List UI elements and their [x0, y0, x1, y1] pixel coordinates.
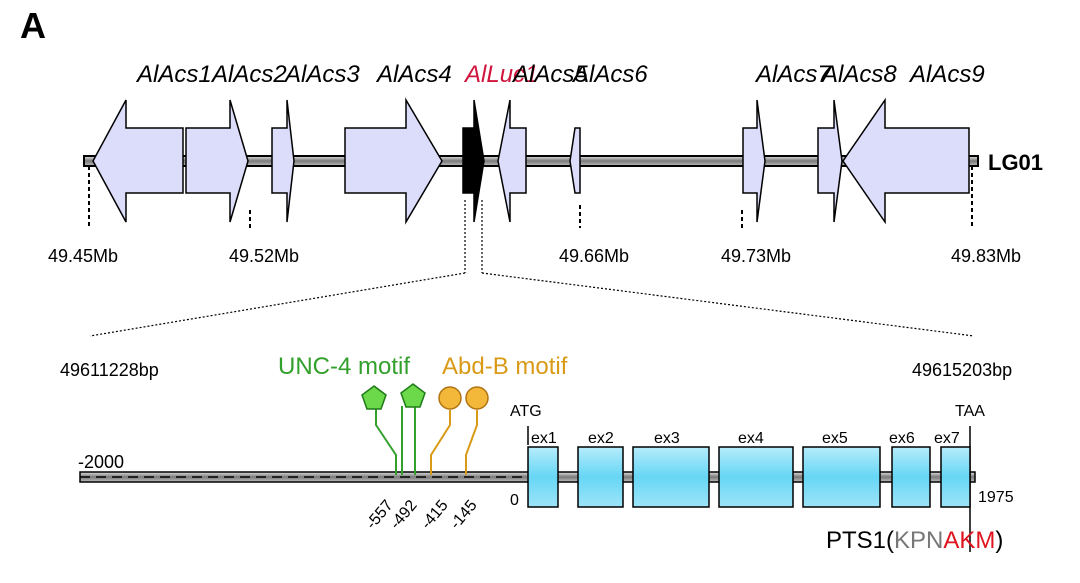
zoom-guide-left — [89, 272, 466, 337]
abdb-motif-circle-1 — [438, 386, 462, 410]
exon-7 — [940, 446, 971, 508]
unc4-motif-label: UNC-4 motif — [278, 353, 410, 380]
exon-2 — [577, 446, 624, 508]
position-label-5: 49.83Mb — [951, 246, 1021, 266]
gene-label-alacs6: AlAcs6 — [571, 61, 648, 88]
gene-arrow-alacs4 — [344, 97, 443, 225]
gene-arrow-alacs7 — [742, 99, 766, 223]
exon-label-5: ex5 — [822, 430, 848, 447]
exon-5 — [802, 446, 881, 508]
gene-label-alacs4: AlAcs4 — [375, 61, 452, 88]
exon-label-3: ex3 — [654, 430, 680, 447]
gene-arrow-alluc1 — [462, 99, 485, 223]
motif-position-145: -145 — [447, 497, 481, 533]
gene-arrow-alacs9 — [842, 97, 970, 225]
exon-label-1: ex1 — [531, 430, 557, 447]
chromosome-label: LG01 — [988, 150, 1043, 175]
gene-arrow-alacs5 — [497, 99, 527, 223]
gene-label-alacs3: AlAcs3 — [283, 61, 360, 88]
gene-arrow-alacs3 — [271, 99, 295, 223]
exon-label-6: ex6 — [889, 430, 915, 447]
exon-3 — [632, 446, 710, 508]
unc4-motif-pentagon-2 — [400, 383, 426, 408]
zoom-guide-right — [481, 272, 975, 337]
gene-label-alacs7: AlAcs7 — [754, 61, 832, 88]
motif-stalk-415 — [430, 410, 451, 475]
gene-arrow-alacs6 — [569, 127, 581, 194]
panel-label: A — [20, 5, 46, 46]
position-label-3: 49.66Mb — [559, 246, 629, 266]
abdb-motif-circle-2 — [465, 386, 489, 410]
gene-label-alacs9: AlAcs9 — [908, 61, 985, 88]
pts1-prefix: PTS1( — [826, 527, 894, 554]
gene-label-alluc1: AlLuc1 — [463, 61, 538, 88]
gene-arrow-alacs1 — [92, 99, 184, 223]
exon-label-2: ex2 — [588, 430, 614, 447]
position-label-4: 49.73Mb — [721, 246, 791, 266]
promoter-start-label: -2000 — [78, 452, 124, 472]
zoom-end-bp: 49615203bp — [912, 360, 1012, 380]
atg-label: ATG — [510, 403, 542, 420]
motif-stalk-145 — [465, 410, 478, 475]
pts1-signal-label: PTS1(KPNAKM) — [826, 527, 1003, 554]
gene-label-alacs2: AlAcs2 — [210, 61, 287, 88]
cds-end-label: 1975 — [978, 489, 1014, 506]
cds-zero-label: 0 — [510, 492, 519, 509]
position-label-1: 49.45Mb — [48, 246, 118, 266]
motif-position-492: -492 — [387, 497, 421, 533]
unc4-motif-pentagon-1 — [361, 385, 387, 410]
pts1-grey-residues: KPN — [894, 527, 943, 554]
pts1-suffix: ) — [995, 527, 1003, 554]
gene-label-alacs5: AlAcs5 — [511, 61, 588, 88]
gene-arrow-alacs2 — [185, 99, 249, 223]
taa-label: TAA — [955, 403, 985, 420]
gene-label-alacs8: AlAcs8 — [820, 61, 897, 88]
exon-label-4: ex4 — [738, 430, 764, 447]
zoom-start-bp: 49611228bp — [60, 360, 159, 380]
motif-stalk-557-bend — [375, 408, 397, 475]
chromosome-backbone — [83, 155, 979, 167]
exon-4 — [718, 446, 794, 508]
abdb-motif-label: Abd-B motif — [442, 353, 568, 380]
exon-label-7: ex7 — [934, 430, 960, 447]
motif-position-415: -415 — [418, 497, 452, 533]
exon-1 — [527, 446, 559, 508]
gene-arrow-alacs8 — [817, 99, 843, 223]
exon-6 — [891, 446, 931, 508]
pts1-red-residues: AKM — [943, 527, 995, 554]
position-label-2: 49.52Mb — [229, 246, 299, 266]
gene-label-alacs1: AlAcs1 — [135, 61, 212, 88]
